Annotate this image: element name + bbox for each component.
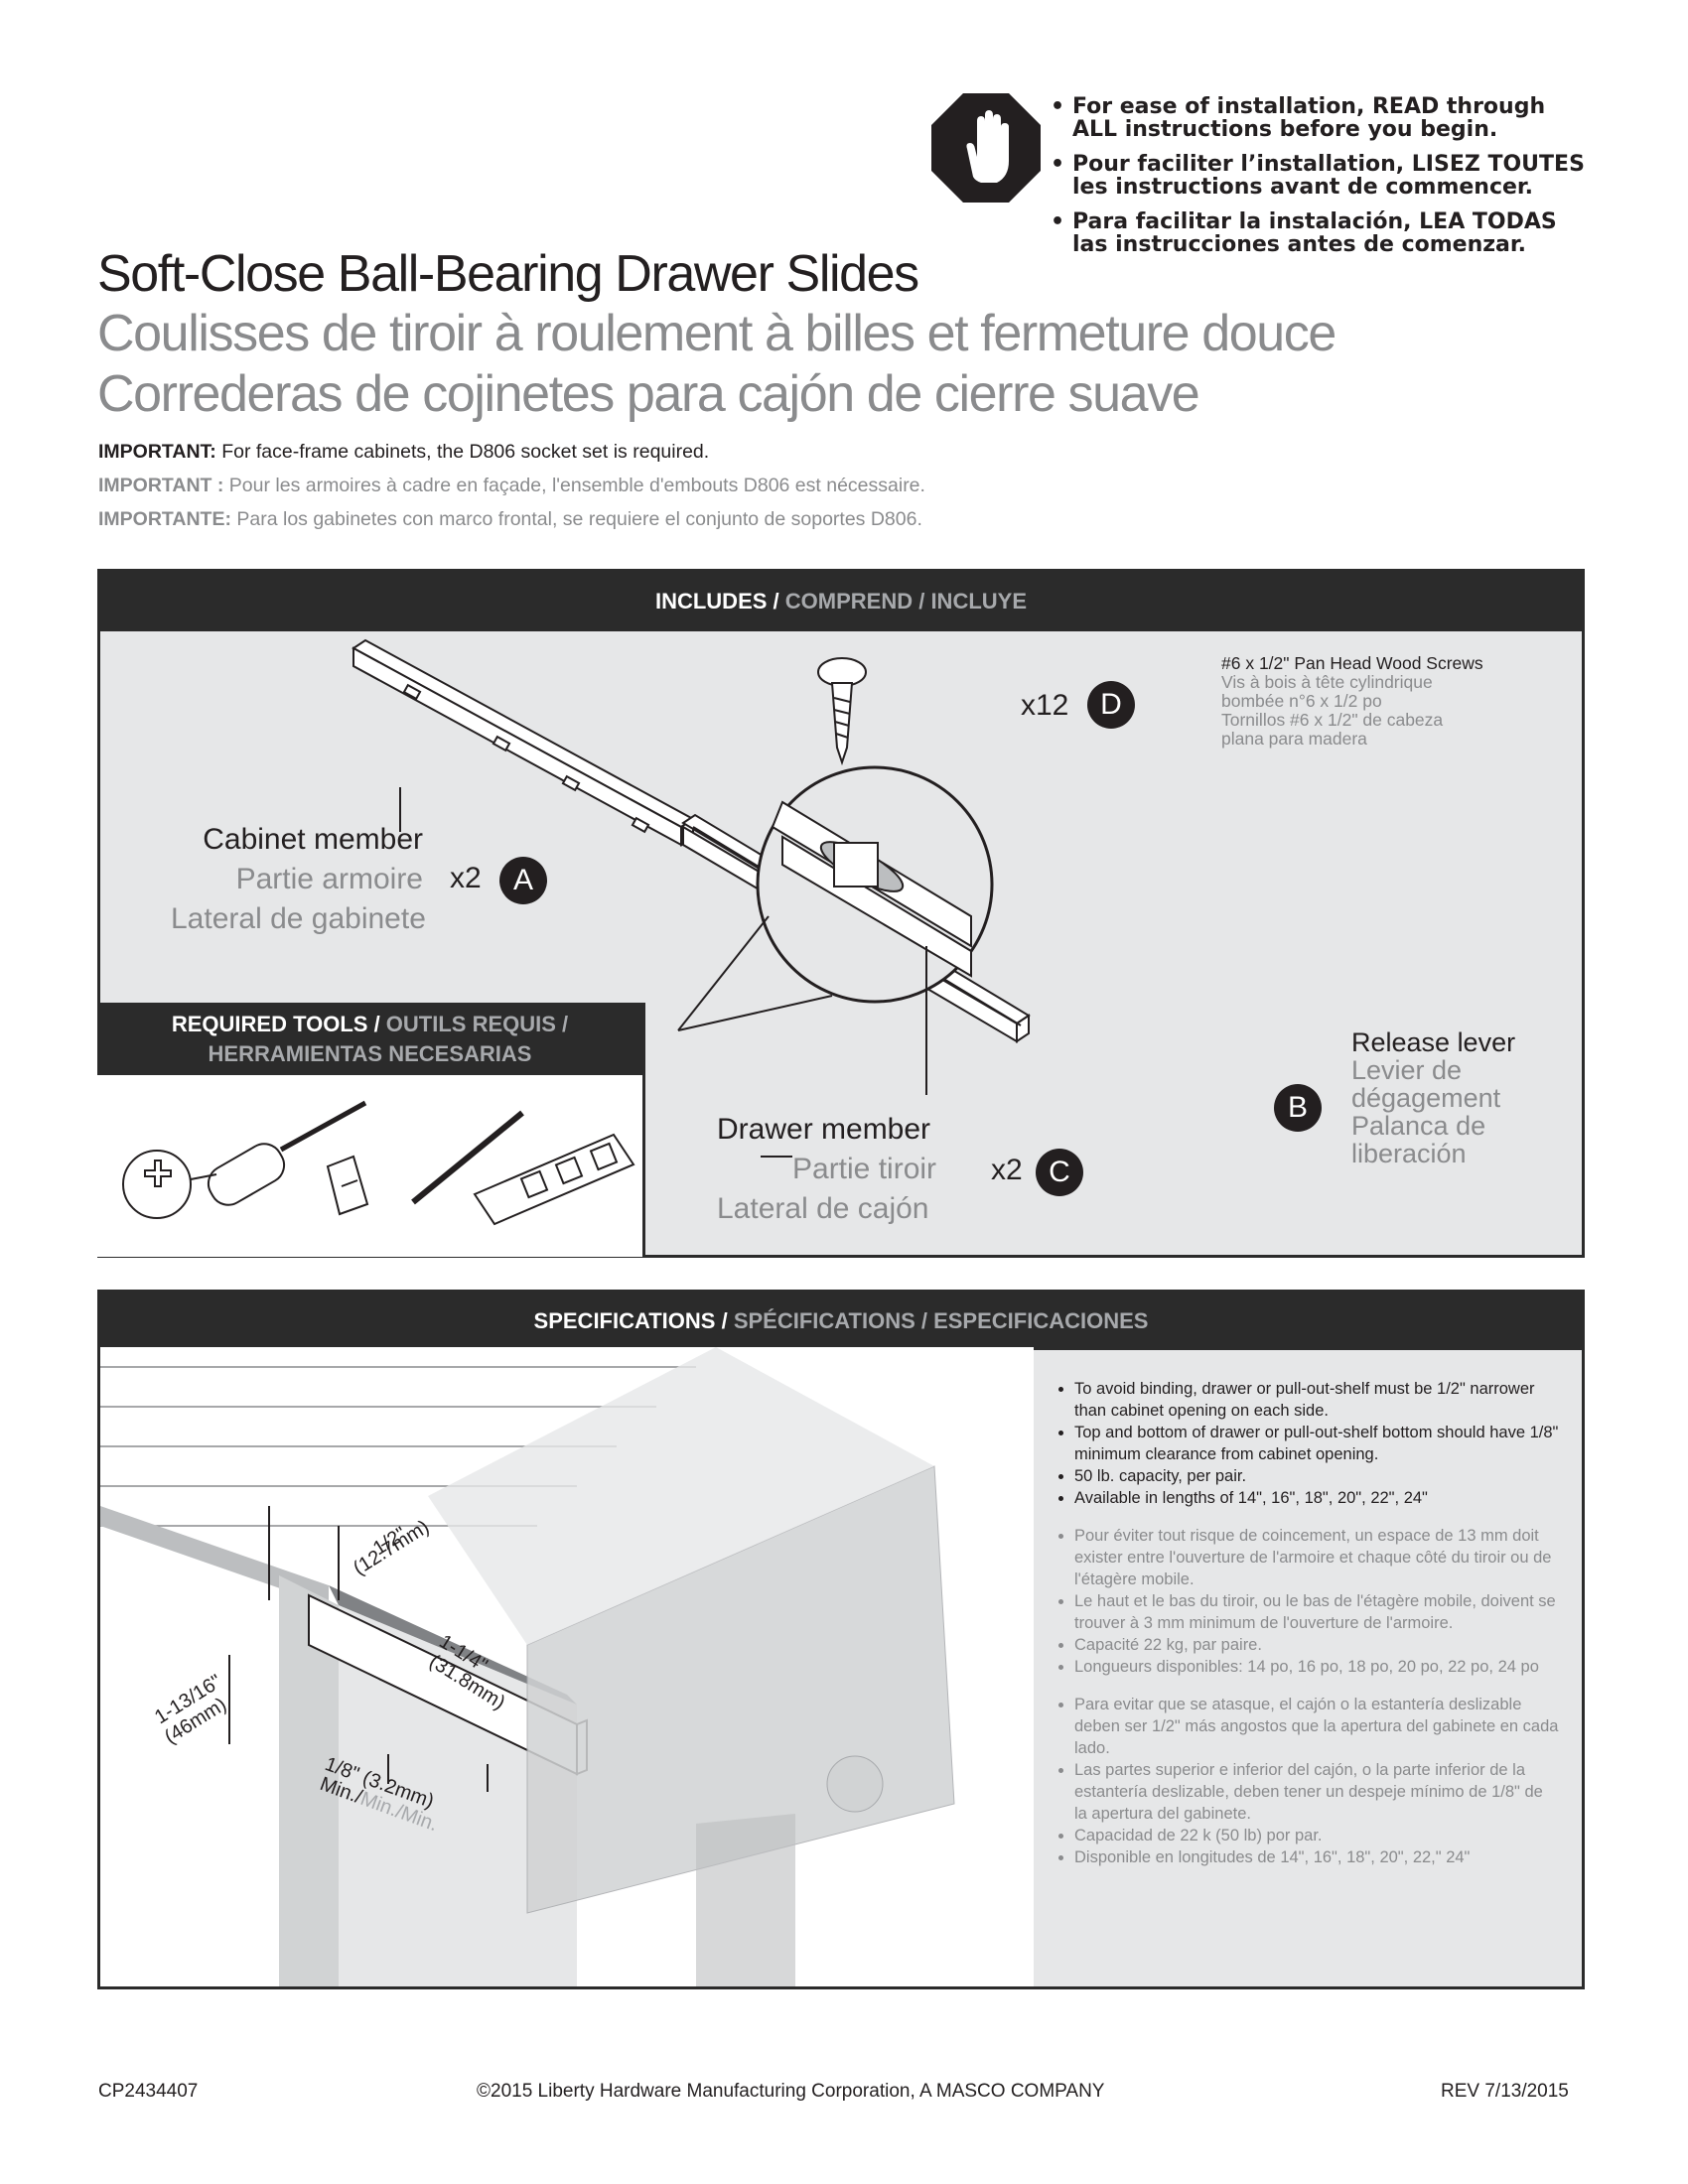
- title-english: Soft-Close Ball-Bearing Drawer Slides: [97, 245, 919, 303]
- spec-item: Longueurs disponibles: 14 po, 16 po, 18 …: [1074, 1656, 1559, 1678]
- spec-item: Capacidad de 22 k (50 lb) por par.: [1074, 1825, 1559, 1846]
- spec-item: Para evitar que se atasque, el cajón o l…: [1074, 1694, 1559, 1759]
- drawer-slide-illustration: [352, 638, 1031, 1158]
- title-french: Coulisses de tiroir à roulement à billes…: [97, 305, 1336, 362]
- drawer-member-qty: x2: [991, 1154, 1023, 1186]
- important-note-fr: IMPORTANT : Pour les armoires à cadre en…: [98, 475, 925, 496]
- specs-list-en: To avoid binding, drawer or pull-out-she…: [1053, 1378, 1559, 1509]
- important-note-en: IMPORTANT: For face-frame cabinets, the …: [98, 441, 710, 463]
- drawer-member-label: Drawer member Partie tiroir Lateral de c…: [717, 1113, 937, 1225]
- includes-header: INCLUDES / COMPREND / INCLUYE: [100, 572, 1582, 631]
- stop-hand-icon: [931, 93, 1041, 203]
- spec-item: Le haut et le bas du tiroir, ou le bas d…: [1074, 1590, 1559, 1634]
- spec-item: Disponible en longitudes de 14", 16", 18…: [1074, 1846, 1559, 1868]
- required-tools-box: REQUIRED TOOLS / OUTILS REQUIS / HERRAMI…: [97, 1003, 645, 1257]
- spec-item: Capacité 22 kg, par paire.: [1074, 1634, 1559, 1656]
- warning-note-en: For ease of installation, READ through A…: [1051, 95, 1607, 141]
- part-b-badge: B: [1274, 1084, 1322, 1132]
- part-a-badge: A: [499, 857, 547, 904]
- warning-note-es: Para facilitar la instalación, LEA TODAS…: [1051, 210, 1607, 256]
- part-d-badge: D: [1087, 681, 1135, 729]
- spec-item: To avoid binding, drawer or pull-out-she…: [1074, 1378, 1559, 1422]
- release-lever-label: Release lever Levier de dégagement Palan…: [1351, 1027, 1516, 1168]
- part-c-badge: C: [1036, 1149, 1083, 1196]
- spec-item: Pour éviter tout risque de coincement, u…: [1074, 1525, 1559, 1590]
- spec-item: Available in lengths of 14", 16", 18", 2…: [1074, 1487, 1559, 1509]
- title-spanish: Correderas de cojinetes para cajón de ci…: [97, 365, 1200, 423]
- tools-illustration: [122, 1100, 635, 1226]
- footer-code: CP2434407: [98, 2081, 199, 2102]
- specs-list-fr: Pour éviter tout risque de coincement, u…: [1053, 1525, 1559, 1678]
- specs-list-es: Para evitar que se atasque, el cajón o l…: [1053, 1694, 1559, 1868]
- required-tools-header: REQUIRED TOOLS / OUTILS REQUIS / HERRAMI…: [97, 1006, 642, 1075]
- specifications-text: To avoid binding, drawer or pull-out-she…: [1053, 1378, 1559, 1884]
- spec-item: Top and bottom of drawer or pull-out-she…: [1074, 1422, 1559, 1465]
- specifications-header: SPECIFICATIONS / SPÉCIFICATIONS / ESPECI…: [100, 1293, 1582, 1350]
- screws-description: #6 x 1/2" Pan Head Wood Screws Vis à boi…: [1221, 653, 1483, 749]
- cabinet-member-label: Cabinet member Partie armoire Lateral de…: [171, 823, 426, 935]
- spec-item: Las partes superior e inferior del cajón…: [1074, 1759, 1559, 1825]
- footer-revision: REV 7/13/2015: [1441, 2081, 1569, 2102]
- cabinet-member-qty: x2: [450, 862, 482, 894]
- important-note-es: IMPORTANTE: Para los gabinetes con marco…: [98, 508, 922, 530]
- footer-copyright: ©2015 Liberty Hardware Manufacturing Cor…: [477, 2081, 1105, 2102]
- screws-qty: x12: [1021, 689, 1069, 722]
- cabinet-clearance-diagram: 1/2" (12.7mm) 1-1/4" (31.8mm) 1-13/16" (…: [100, 1347, 1034, 1986]
- warning-notes: For ease of installation, READ through A…: [1051, 95, 1607, 268]
- warning-note-fr: Pour faciliter l’installation, LISEZ TOU…: [1051, 153, 1607, 199]
- spec-item: 50 lb. capacity, per pair.: [1074, 1465, 1559, 1487]
